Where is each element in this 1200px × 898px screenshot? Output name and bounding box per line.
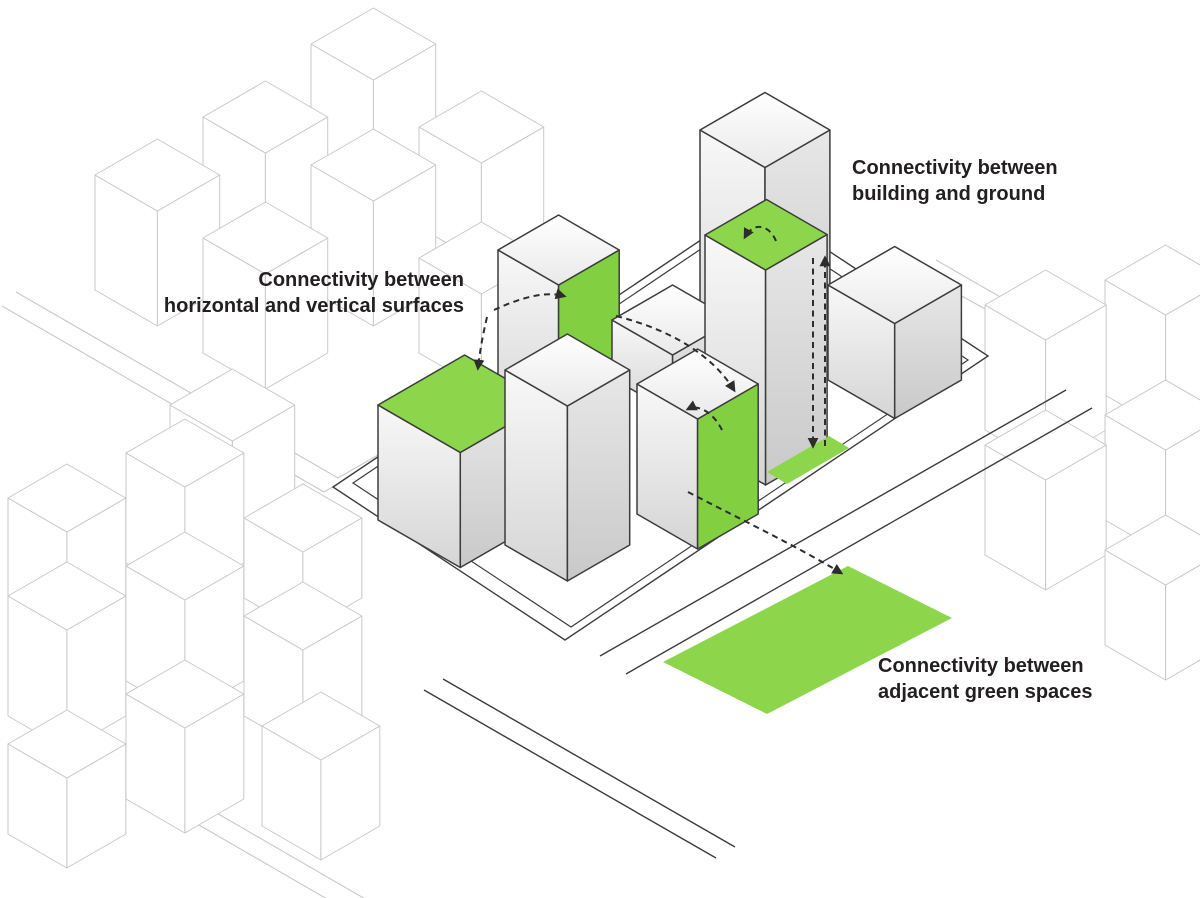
building-top-face	[202, 80, 329, 154]
label-line: building and ground	[852, 183, 1046, 205]
building-top-face	[243, 581, 363, 651]
arrow-to-horizontal-surface	[473, 316, 488, 371]
context-building	[202, 201, 329, 390]
tower-front-center	[504, 333, 631, 582]
label-building-and-ground: Connectivity between building and ground	[852, 155, 1058, 207]
context-building	[125, 659, 245, 834]
building-right-face	[566, 369, 631, 582]
green-strip-building-base	[767, 436, 849, 484]
site-buildings	[377, 91, 963, 582]
context-building	[1104, 379, 1200, 556]
building-left-face	[504, 369, 569, 582]
building-top-face	[7, 463, 127, 533]
context-building	[261, 691, 381, 861]
building-top-face	[125, 659, 245, 729]
connectivity-arrows	[473, 226, 844, 575]
label-horizontal-vertical-surfaces: Connectivity between horizontal and vert…	[164, 267, 464, 319]
building-top-face	[827, 245, 963, 325]
label-line: horizontal and vertical surfaces	[163, 295, 464, 317]
label-line: adjacent green spaces	[878, 681, 1093, 703]
adjacent-green-space	[663, 566, 952, 714]
arrow-roof-hook	[685, 400, 723, 431]
building-right-face	[1165, 564, 1200, 681]
context-building	[7, 709, 127, 869]
building-top-face	[94, 138, 221, 212]
arrow-roof-hook-2	[743, 226, 777, 242]
building-top-face	[1104, 379, 1200, 451]
green-spaces	[663, 436, 952, 714]
label-line: Connectivity between	[852, 157, 1058, 179]
building-top-face	[699, 91, 831, 169]
label-line: Connectivity between	[258, 269, 464, 291]
building-top-face	[636, 348, 759, 420]
road-line	[423, 689, 717, 859]
block-green-face-middle	[636, 348, 759, 550]
building-top-face	[418, 90, 545, 164]
road-line	[599, 389, 1067, 657]
building-top-face	[504, 333, 631, 407]
arrow-surface-to-surface	[615, 315, 736, 393]
label-adjacent-green-spaces: Connectivity between adjacent green spac…	[878, 653, 1093, 705]
context-buildings	[7, 7, 1200, 869]
label-line: Connectivity between	[878, 655, 1084, 677]
building-top-face	[984, 409, 1107, 481]
building-top-face	[169, 368, 296, 442]
arrow-to-vertical-surface	[493, 288, 567, 311]
building-top-face	[704, 198, 828, 271]
building-top-face	[7, 709, 127, 779]
building-top-face	[497, 214, 620, 286]
context-building	[1104, 244, 1200, 431]
building-top-face	[243, 483, 363, 553]
building-top-face	[310, 7, 437, 81]
building-top-face	[7, 561, 127, 631]
context-building	[7, 561, 127, 751]
context-building	[984, 409, 1107, 591]
road-line	[442, 678, 736, 848]
building-top-face	[310, 128, 437, 202]
building-top-face	[984, 269, 1107, 341]
arrow-to-green-space	[687, 491, 844, 575]
building-top-face	[125, 418, 245, 488]
building-top-face	[125, 531, 245, 601]
context-building	[1104, 514, 1200, 681]
road-line	[625, 407, 1093, 675]
building-top-face	[202, 201, 329, 275]
building-top-face	[1104, 514, 1200, 586]
roads	[423, 389, 1093, 859]
block-right	[827, 245, 963, 420]
building-top-face	[261, 691, 381, 761]
context-building	[94, 138, 221, 327]
building-top-face	[1104, 244, 1200, 316]
